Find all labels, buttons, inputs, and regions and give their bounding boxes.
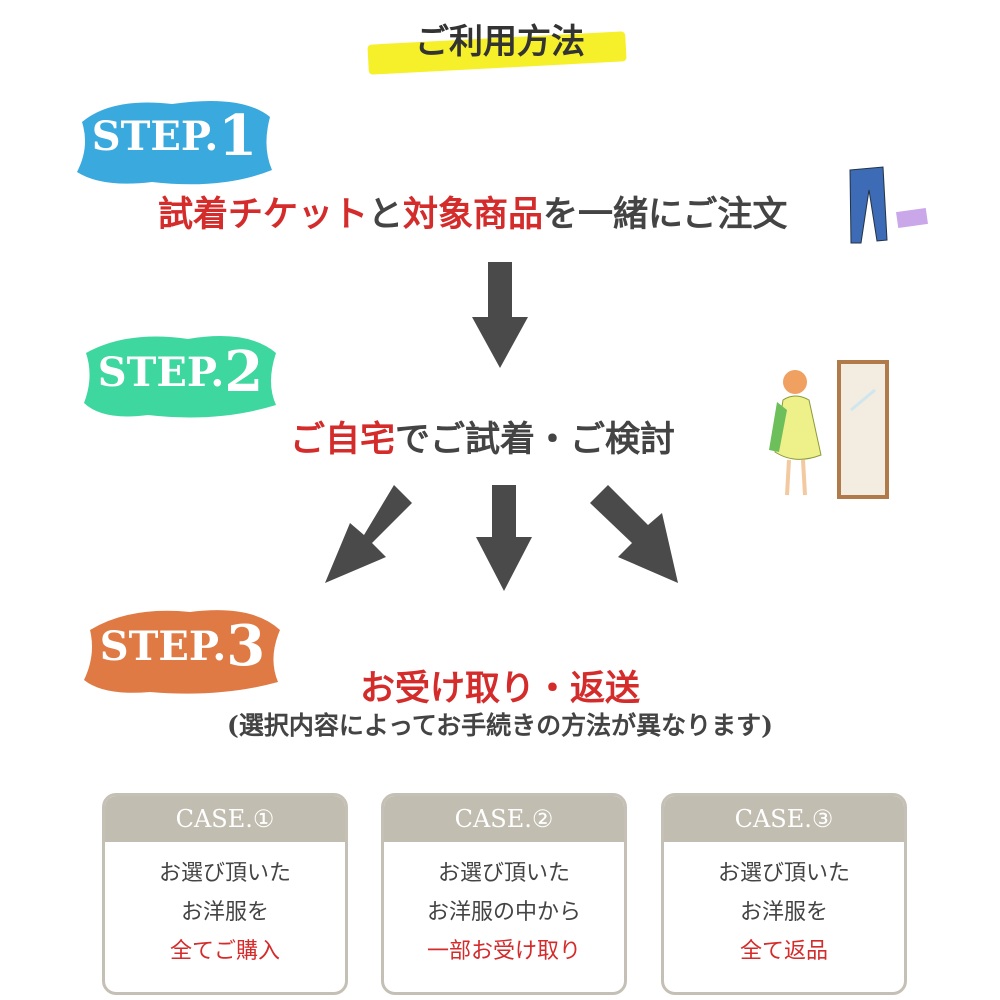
text-ticket: 試着チケット: [158, 194, 369, 235]
step2-badge: STEP.2: [78, 332, 283, 412]
step3-badge: STEP.3: [80, 606, 285, 686]
step-label: STEP.: [97, 348, 225, 396]
case-title: CASE.①: [105, 796, 345, 842]
step-label: STEP.: [99, 622, 227, 670]
case-result: 全て返品: [739, 939, 828, 964]
arrow-down-right-icon: [590, 485, 678, 583]
case-title: CASE.③: [664, 796, 904, 842]
text-tryon: でご試着・ご検討: [395, 419, 676, 460]
step3-note: (選択内容によってお手続きの方法が異なります): [227, 711, 773, 740]
case-line: お洋服の中から: [426, 900, 581, 925]
arrow-down-icon: [476, 485, 532, 591]
step2-brush-icon: [84, 336, 276, 418]
case-title: CASE.②: [384, 796, 624, 842]
step1-brush-icon: [77, 100, 272, 185]
case-result: 全てご購入: [169, 939, 280, 964]
text-home: ご自宅: [290, 419, 396, 460]
text-and: と: [368, 194, 404, 235]
case-card-1: CASE.① お選び頂いたお洋服を全てご購入: [102, 793, 348, 995]
step2-text: ご自宅でご試着・ご検討: [290, 411, 675, 462]
text-products: 対象商品: [403, 194, 544, 235]
step-number: 2: [224, 339, 264, 405]
page-title: ご利用方法: [415, 22, 585, 62]
case-card-3: CASE.③ お選び頂いたお洋服を全て返品: [661, 793, 907, 995]
case-line: お選び頂いた: [437, 861, 570, 886]
step1-badge: STEP.1: [72, 96, 277, 176]
case-line: お選び頂いた: [717, 861, 850, 886]
case-line: お洋服を: [180, 900, 269, 925]
step1-text: 試着チケットと対象商品を一緒にご注文: [158, 186, 787, 237]
case-line: お洋服を: [739, 900, 828, 925]
case-line: お選び頂いた: [158, 861, 291, 886]
step3-brush-icon: [84, 610, 280, 694]
woman-mirror-icon: [769, 360, 889, 499]
step-label: STEP.: [91, 112, 219, 160]
step-number: 3: [226, 613, 266, 679]
step3-heading: お受け取り・返送: [359, 668, 640, 709]
case-card-2: CASE.② お選び頂いたお洋服の中から一部お受け取り: [381, 793, 627, 995]
arrow-down-left-icon: [325, 485, 412, 583]
text-order: を一緒にご注文: [543, 194, 788, 235]
step-number: 1: [218, 103, 258, 169]
arrow-down-icon: [472, 262, 528, 368]
case-result: 一部お受け取り: [426, 939, 581, 964]
branch-arrows: [325, 485, 678, 591]
jeans-icon: [849, 166, 928, 244]
